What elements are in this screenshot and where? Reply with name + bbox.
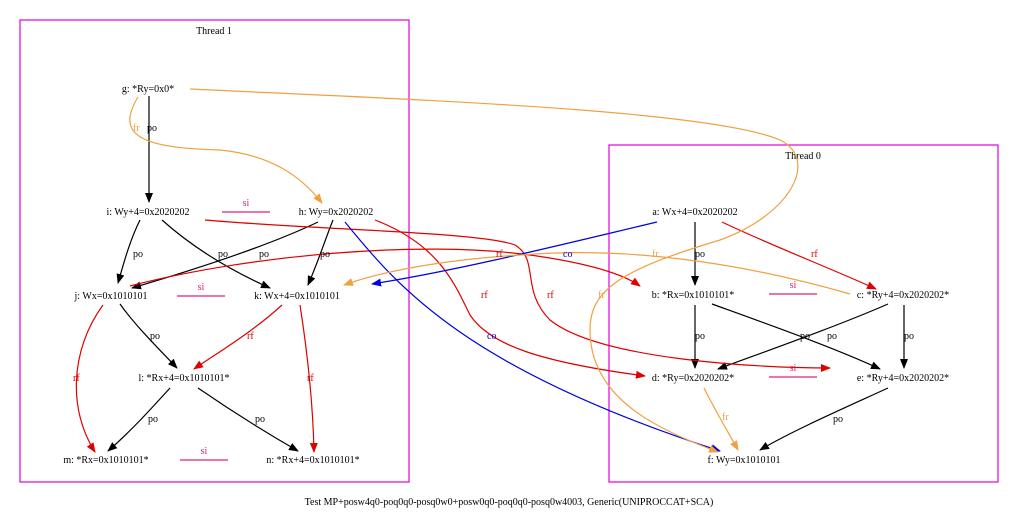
edge-i-k-po [161,219,271,289]
label-h-f-co: co [487,331,496,342]
label-c-k-fr: fr [652,249,659,260]
label-m-n-si: si [201,446,208,457]
edge-k-l-rf [193,304,283,370]
edge-g-h-fr [129,96,323,204]
label-a-b-po: po [695,249,705,260]
node-k: k: Wx+4=0x1010101 [254,291,340,302]
edge-i-e-rf [204,219,831,372]
cluster-thread-1-title: Thread 1 [196,26,232,37]
edge-c-d-po [717,303,889,370]
label-c-d-po: po [827,331,837,342]
label-d-f-fr: fr [722,412,729,423]
label-k-n-rf: rf [307,373,314,384]
node-n: n: *Rx+4=0x1010101* [266,455,359,466]
label-i-j-po: po [133,249,143,260]
node-d: d: *Ry=0x2020202* [652,373,734,384]
label-h-k-po: po [320,249,330,260]
label-l-m-po: po [148,414,158,425]
label-l-n-po: po [255,414,265,425]
label-g-f-fr: fr [598,290,605,301]
label-j-l-po: po [150,331,160,342]
label-c-e-po: po [904,331,914,342]
label-j-m-rf: rf [73,373,80,384]
node-e: e: *Ry+4=0x2020202* [857,373,949,384]
edge-labels: po po po po po po po po po po po po po p… [73,123,914,457]
edge-h-k-po [307,219,334,286]
edge-j-l-po [119,303,178,369]
label-h-d-rf: rf [481,290,488,301]
edge-j-m-rf [75,304,104,453]
cluster-thread-0 [608,144,999,483]
label-j-b-rf: rf [496,249,503,260]
node-i: i: Wy+4=0x2020202 [107,207,190,218]
edge-i-j-po [116,219,141,284]
edge-d-f-fr [703,387,739,451]
edge-h-j-po [131,221,319,290]
edge-k-n-rf [299,304,318,453]
node-m: m: *Rx=0x1010101* [63,455,148,466]
edge-e-f-po [759,387,889,451]
node-h: h: Wy=0x2020202 [299,207,374,218]
graph-caption: Test MP+posw4q0-poq0q0-posq0w0+posw0q0-p… [305,497,714,508]
edge-j-b-rf [129,248,641,287]
node-f: f: Wy=0x1010101 [708,455,781,466]
node-c: c: *Ry+4=0x2020202* [857,290,949,301]
nodes: g: *Ry=0x0* i: Wy+4=0x2020202 h: Wy=0x20… [63,84,949,466]
label-k-l-rf: rf [247,331,254,342]
label-a-c-rf: rf [811,249,818,260]
cluster-thread-0-title: Thread 0 [785,151,821,162]
cluster-thread-1 [19,19,410,483]
edge-b-e-po [711,303,881,370]
node-g: g: *Ry=0x0* [122,84,174,95]
edge-a-c-rf [721,221,877,290]
co-edges [344,221,721,453]
edge-h-d-rf [374,219,646,379]
edge-l-n-po [197,387,299,452]
edge-l-m-po [107,387,171,452]
fr-edges [129,88,851,453]
label-i-k-po: po [218,249,228,260]
edge-a-k-co [371,221,658,287]
label-b-d-po: po [695,331,705,342]
si-edges [177,211,817,461]
label-g-i-po: po [147,123,157,134]
rf-edges [75,219,877,453]
edge-c-k-fr [343,252,851,295]
label-e-f-po: po [833,414,843,425]
label-b-c-si: si [790,280,797,291]
label-b-e-po: po [800,331,810,342]
label-h-j-po: po [259,249,269,260]
label-i-e-rf: rf [547,290,554,301]
label-i-h-si: si [243,198,250,209]
node-j: j: Wx=0x1010101 [74,291,148,302]
node-b: b: *Rx=0x1010101* [652,290,735,301]
edge-g-f-fr [189,88,799,453]
edge-h-f-co [344,221,721,453]
node-a: a: Wx+4=0x2020202 [652,207,737,218]
label-a-k-co: co [563,249,572,260]
label-j-k-si: si [198,282,205,293]
label-d-e-si: si [790,363,797,374]
node-l: l: *Rx+4=0x1010101* [138,373,229,384]
po-edges [107,96,908,452]
label-g-h-fr: fr [133,123,140,134]
